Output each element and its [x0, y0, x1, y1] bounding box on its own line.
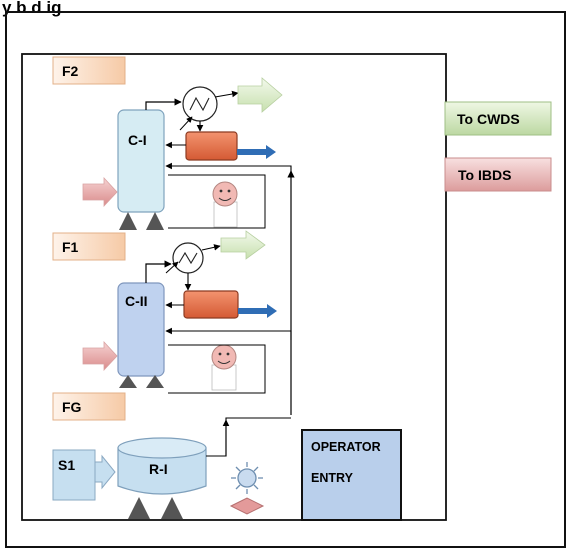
- feed-arrow-c1: [82, 176, 118, 208]
- recirc-line-c1: [165, 162, 292, 175]
- reactor-r1-support-left: [128, 497, 150, 519]
- feed-arrow-c2: [82, 340, 118, 372]
- s1-feed-tab: S1: [52, 449, 96, 501]
- floor-tab-fg: FG: [52, 392, 126, 421]
- product-outlet-c2: [238, 304, 277, 318]
- reactor-r1-outlet: [206, 417, 267, 457]
- operator-face-c1-icon: [212, 181, 238, 228]
- floor-label-f1: F1: [62, 239, 79, 255]
- floor-label-fg: FG: [62, 399, 82, 415]
- overhead-line-c2: [145, 260, 172, 283]
- column-c2: C-II: [117, 282, 165, 377]
- column-c1-support-left: [119, 212, 137, 230]
- condenser-c2-vent: [201, 244, 221, 251]
- column-c1: C-I: [117, 109, 165, 213]
- overhead-line-c1: [145, 98, 182, 110]
- floor-tab-f1: F1: [52, 232, 126, 261]
- to-cwds-label: To CWDS: [457, 111, 520, 127]
- operator-cubicle-c2: [168, 344, 266, 394]
- sun-icon: [231, 462, 263, 494]
- lamp-base: [229, 497, 265, 515]
- operator-face-c2-icon: [211, 344, 237, 391]
- to-ibds-label: To IBDS: [458, 167, 511, 183]
- vent-arrow-c2: [220, 230, 266, 260]
- product-outlet-c1: [237, 145, 276, 159]
- condenser-c1-vent: [214, 90, 239, 98]
- recirc-line-c2: [165, 327, 292, 340]
- heater-c2: [183, 290, 239, 319]
- condenser-c2: [172, 242, 204, 274]
- column-c2-support-right: [146, 375, 164, 388]
- plant-boundary: [21, 53, 447, 521]
- reactor-r1: R-I: [117, 437, 207, 495]
- operator-entry-line2: ENTRY: [311, 471, 354, 485]
- column-c1-support-right: [146, 212, 164, 230]
- floor-tab-f2: F2: [52, 56, 126, 85]
- to-cwds-tab: To CWDS: [444, 101, 552, 136]
- operator-entry-box: OPERATOR ENTRY: [301, 429, 402, 521]
- reactor-r1-label: R-I: [149, 461, 168, 477]
- outer-frame: [5, 11, 566, 548]
- column-c1-label: C-I: [128, 132, 147, 148]
- header-title-fragment: y b d ig: [2, 0, 62, 17]
- reactor-r1-support-right: [161, 497, 183, 519]
- column-c2-label: C-II: [125, 293, 148, 309]
- to-ibds-tab: To IBDS: [444, 157, 552, 192]
- condenser-c1: [182, 86, 218, 122]
- reactor-r1-outlet-head: [206, 419, 230, 457]
- heater-c1: [185, 131, 238, 161]
- operator-cubicle-c1: [168, 174, 266, 229]
- s1-feed-arrow: [94, 454, 116, 490]
- s1-label: S1: [58, 457, 75, 473]
- column-c2-support-left: [119, 375, 137, 388]
- operator-entry-line1: OPERATOR: [311, 440, 381, 454]
- floor-label-f2: F2: [62, 63, 79, 79]
- vent-arrow-c1: [237, 77, 283, 113]
